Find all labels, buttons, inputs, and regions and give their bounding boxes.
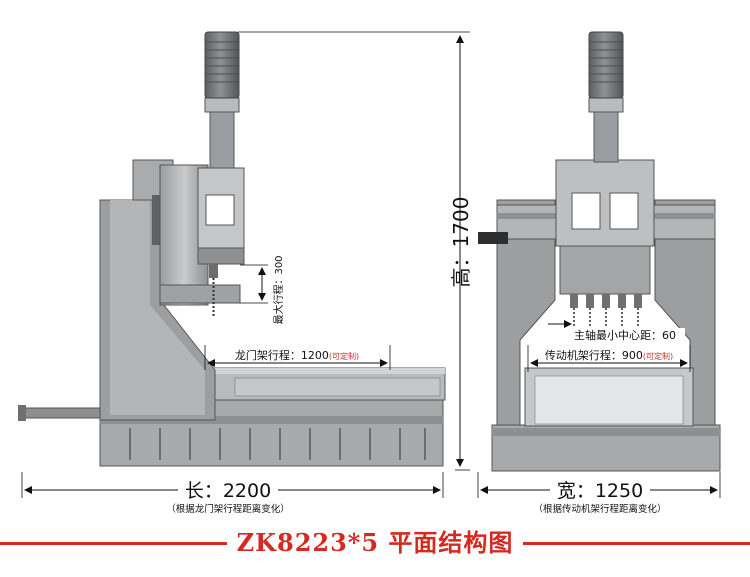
front-table-slot	[534, 375, 684, 425]
spindle-distance-label: 主轴最小中心距：60	[574, 328, 676, 342]
max-stroke-label: 最大行程：300	[272, 255, 285, 324]
length-label-bg	[178, 480, 278, 500]
height-label: 高：1700	[449, 197, 473, 288]
dimension-labels: 高：1700 最大行程：300 龙门架行程：1200(可定制) 传动机架行程：9…	[166, 197, 685, 515]
quill	[209, 109, 235, 169]
front-base-rail	[492, 428, 720, 436]
front-view	[478, 31, 721, 472]
dimension-lines	[21, 31, 721, 498]
multi-spindle-head	[555, 159, 655, 247]
drive-stroke-label: 传动机架行程：900(可定制)	[545, 348, 673, 362]
spindle-collar	[197, 247, 245, 265]
head-window-right	[609, 192, 639, 230]
length-note: （根据龙门架行程距离变化）	[166, 503, 290, 515]
front-motor-fins	[589, 41, 623, 83]
length-label: 长：2200	[185, 480, 271, 502]
worktable-top	[205, 368, 445, 374]
gantry-stroke-label: 龙门架行程：1200(可定制)	[235, 348, 359, 362]
base-ribs	[129, 428, 426, 460]
head-carriage-foot	[159, 284, 241, 304]
head-window-left	[571, 192, 601, 230]
front-quill	[593, 109, 619, 163]
tool-holder	[209, 264, 218, 278]
title-rule-right	[500, 542, 750, 545]
gantry-column-face	[110, 200, 205, 415]
drive-stroke-value: 传动机架行程：900	[545, 348, 643, 362]
drill-bits	[573, 308, 639, 330]
motor-fins	[205, 41, 239, 83]
front-frame-right	[654, 199, 716, 426]
spindle-distance-bg	[567, 328, 685, 342]
feed-shaft	[21, 407, 103, 419]
spindle-gearbox	[559, 245, 651, 295]
side-view	[18, 31, 446, 467]
base-rail	[100, 416, 443, 424]
spindle-window	[205, 194, 235, 226]
diagram-title-wrap: ZK8223*5 平面结构图	[0, 528, 750, 558]
front-feed-shaft	[478, 232, 508, 244]
drive-stroke-custom: (可定制)	[643, 351, 673, 361]
title-rule-left	[0, 542, 250, 545]
motor-flange	[204, 97, 240, 113]
gantry-stroke-value: 龙门架行程：1200	[235, 348, 329, 362]
worktable-slot	[234, 377, 441, 397]
width-note: （根据传动机架行程距离变化）	[533, 503, 666, 515]
diagram-title: ZK8223*5 平面结构图	[226, 528, 524, 557]
title-bar: ZK8223*5 平面结构图	[0, 528, 750, 558]
gantry-stroke-custom: (可定制)	[329, 351, 359, 361]
width-label: 宽：1250	[557, 480, 643, 502]
width-label-bg	[550, 480, 650, 500]
feed-shaft-end	[18, 405, 26, 421]
spindle-array	[570, 294, 642, 308]
front-motor-flange	[588, 97, 624, 113]
front-frame-left	[496, 199, 556, 426]
